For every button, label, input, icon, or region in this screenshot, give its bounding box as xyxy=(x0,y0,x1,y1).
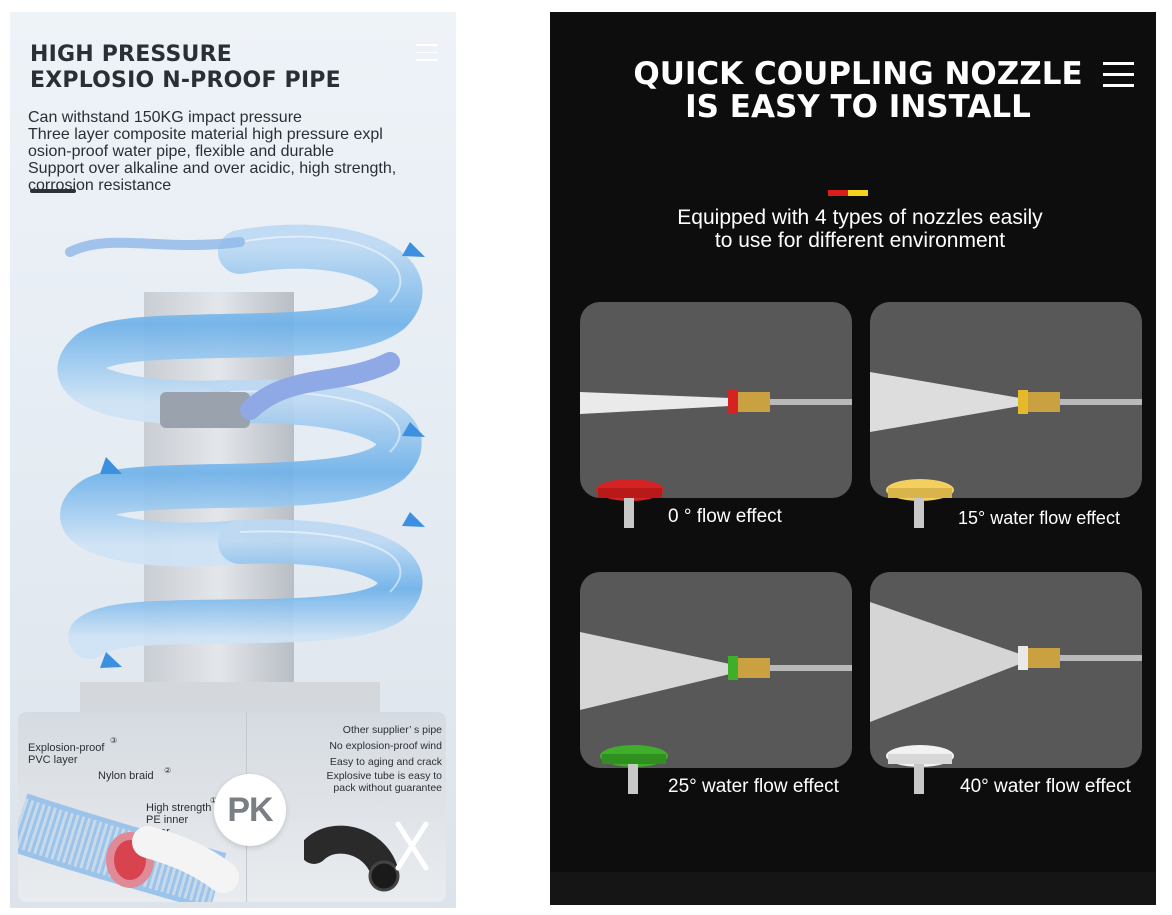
water-jet-image xyxy=(870,372,1142,432)
nozzle-label: 15° water flow effect xyxy=(958,508,1120,528)
supplier-note: Other supplier’ s pipe xyxy=(342,724,442,736)
accent-bar xyxy=(828,190,868,196)
layered-hose-image xyxy=(18,793,239,902)
supplier-note: Easy to aging and crack xyxy=(329,756,442,768)
title-line: IS EASY TO INSTALL xyxy=(685,89,1031,125)
title-line: QUICK COUPLING NOZZLE xyxy=(633,56,1083,92)
nozzle-subtitle: Equipped with 4 types of nozzles easily … xyxy=(550,206,1156,252)
nozzle-panel: QUICK COUPLING NOZZLE IS EASY TO INSTALL… xyxy=(550,12,1156,905)
pipe-comparison: Explosion-proof PVC layer ③ Nylon braid … xyxy=(18,712,446,902)
description-line: Three layer composite material high pres… xyxy=(28,126,383,143)
layer-number: ② xyxy=(164,766,172,775)
cross-icon xyxy=(395,821,429,871)
nozzle-label: 0 ° flow effect xyxy=(668,506,782,527)
white-nozzle-tip-icon xyxy=(886,745,954,794)
pipe-description: Can withstand 150KG impact pressure Thre… xyxy=(28,109,448,194)
menu-icon[interactable] xyxy=(416,44,438,62)
nozzle-label: 40° water flow effect xyxy=(960,776,1131,797)
subtitle-line: Equipped with 4 types of nozzles easily xyxy=(677,206,1043,229)
supplier-note: pack without guarantee xyxy=(333,782,442,794)
pipe-panel-title: HIGH PRESSURE EXPLOSIO N-PROOF PIPE xyxy=(30,42,341,93)
other-supplier-list: Other supplier’ s pipe No explosion-proo… xyxy=(286,722,442,794)
nozzle-card-25-degree xyxy=(580,572,852,768)
nozzle-label: 25° water flow effect xyxy=(668,776,839,797)
nozzle-card-15-degree xyxy=(870,302,1142,498)
water-jet-image xyxy=(580,390,852,414)
title-underline xyxy=(30,189,76,193)
yellow-nozzle-tip-icon xyxy=(886,479,954,528)
nozzle-panel-title: QUICK COUPLING NOZZLE IS EASY TO INSTALL xyxy=(550,58,1156,124)
nozzle-card-40-degree xyxy=(870,572,1142,768)
nylon-braid-label: Nylon braid xyxy=(98,770,154,782)
pvc-layer-label: Explosion-proof PVC layer xyxy=(28,742,105,766)
nozzle-card-0-degree xyxy=(580,302,852,498)
spiral-hose-illustration xyxy=(57,224,425,712)
explosion-proof-pipe-panel: HIGH PRESSURE EXPLOSIO N-PROOF PIPE Can … xyxy=(10,12,456,908)
description-line: Support over alkaline and over acidic, h… xyxy=(28,160,397,177)
layer-number: ③ xyxy=(110,736,118,745)
water-jet-image xyxy=(870,602,1142,722)
layer-number: ① xyxy=(210,796,218,805)
panel-footer xyxy=(550,872,1156,905)
green-nozzle-tip-icon xyxy=(600,745,668,794)
description-line: Can withstand 150KG impact pressure xyxy=(28,109,302,126)
supplier-note: No explosion-proof wind xyxy=(329,740,442,752)
red-nozzle-tip-icon xyxy=(596,479,664,528)
broken-hose-image xyxy=(304,825,400,892)
menu-icon[interactable] xyxy=(1103,62,1134,88)
supplier-note: Explosive tube is easy to xyxy=(326,770,442,782)
pk-badge: PK xyxy=(214,774,286,846)
description-line: corrosion resistance xyxy=(28,177,172,194)
subtitle-line: to use for different environment xyxy=(714,229,1006,252)
description-line: osion-proof water pipe, flexible and dur… xyxy=(28,143,334,160)
water-jet-image xyxy=(580,632,852,710)
